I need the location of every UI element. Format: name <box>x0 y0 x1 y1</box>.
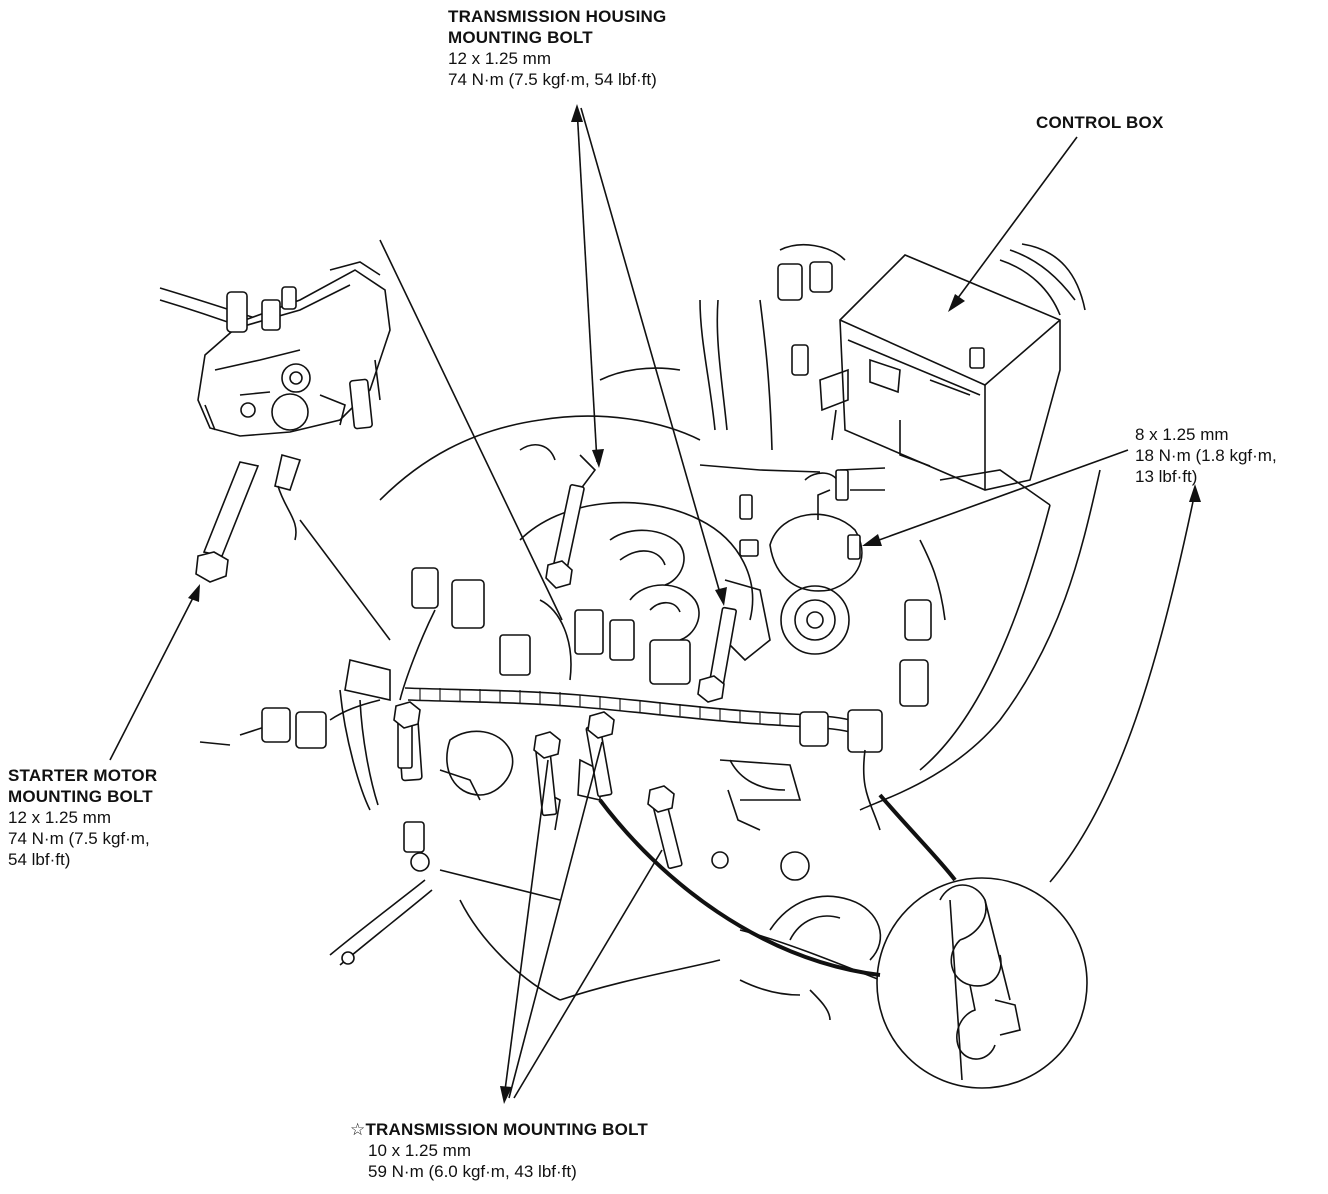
transmission-housing-size: 12 x 1.25 mm <box>448 49 551 68</box>
starter-bolt-illustration <box>195 454 302 583</box>
starter-motor-torque-2: 54 lbf·ft) <box>8 850 71 869</box>
transmission-mounting-torque: 59 N·m (6.0 kgf·m, 43 lbf·ft) <box>368 1162 577 1181</box>
detail-magnifier-illustration <box>598 793 1088 1089</box>
control-box-label: CONTROL BOX <box>1036 112 1164 133</box>
starter-motor-name-2: MOUNTING BOLT <box>8 787 153 806</box>
transmission-mounting-bolt-label: ☆TRANSMISSION MOUNTING BOLT 10 x 1.25 mm… <box>350 1119 648 1182</box>
control-box-illustration <box>699 243 1086 491</box>
starter-motor-size: 12 x 1.25 mm <box>8 808 111 827</box>
transmission-mounting-name: TRANSMISSION MOUNTING BOLT <box>365 1120 648 1139</box>
transmission-housing-bolt-label: TRANSMISSION HOUSING MOUNTING BOLT 12 x … <box>448 6 666 90</box>
starter-motor-name: STARTER MOTOR <box>8 766 158 785</box>
starter-motor-bolt-label: STARTER MOTOR MOUNTING BOLT 12 x 1.25 mm… <box>8 765 157 870</box>
starter-motor-illustration <box>159 261 391 437</box>
star-marker: ☆ <box>350 1120 366 1139</box>
control-box-name: CONTROL BOX <box>1036 113 1164 132</box>
starter-motor-torque-1: 74 N·m (7.5 kgf·m, <box>8 829 150 848</box>
bolt-8mm-torque-2: 13 lbf·ft) <box>1135 467 1198 486</box>
transmission-mounting-size: 10 x 1.25 mm <box>368 1141 471 1160</box>
bolt-8mm-torque-1: 18 N·m (1.8 kgf·m, <box>1135 446 1277 465</box>
transmission-housing-name: TRANSMISSION HOUSING <box>448 7 667 26</box>
bolt-8mm-label: 8 x 1.25 mm 18 N·m (1.8 kgf·m, 13 lbf·ft… <box>1135 424 1277 487</box>
bolt-8mm-size: 8 x 1.25 mm <box>1135 425 1229 444</box>
transmission-housing-torque: 74 N·m (7.5 kgf·m, 54 lbf·ft) <box>448 70 657 89</box>
transmission-body-illustration <box>199 367 1101 1021</box>
transmission-housing-name-2: MOUNTING BOLT <box>448 28 593 47</box>
leader-lines <box>109 104 1201 1104</box>
